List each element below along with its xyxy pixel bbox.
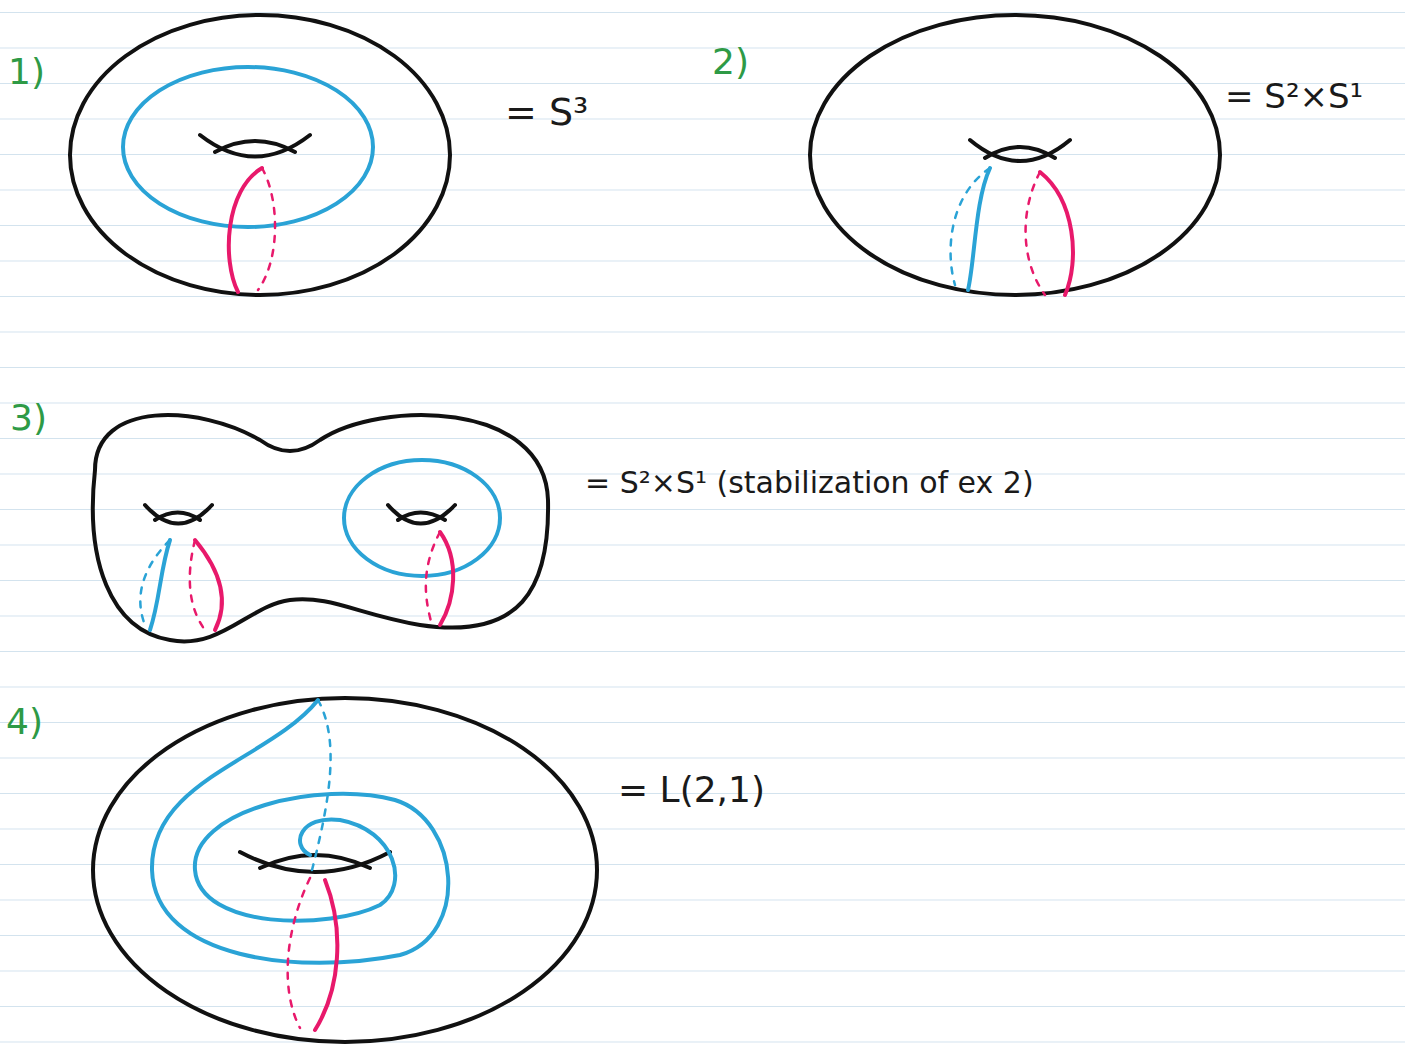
genus-two-surface: [93, 415, 548, 641]
manifold-label: = S³: [505, 92, 588, 134]
example-number: 1): [8, 52, 45, 92]
manifold-label: = L(2,1): [618, 770, 765, 810]
example-number: 4): [6, 702, 43, 742]
torus-four: [93, 698, 597, 1042]
manifold-label: = S²×S¹: [1225, 78, 1363, 115]
manifold-label: = S²×S¹ (stabilization of ex 2): [585, 466, 1034, 499]
torus-two: [810, 15, 1220, 295]
torus-one: [70, 15, 450, 295]
example-number: 2): [712, 42, 749, 82]
example-number: 3): [10, 398, 47, 438]
